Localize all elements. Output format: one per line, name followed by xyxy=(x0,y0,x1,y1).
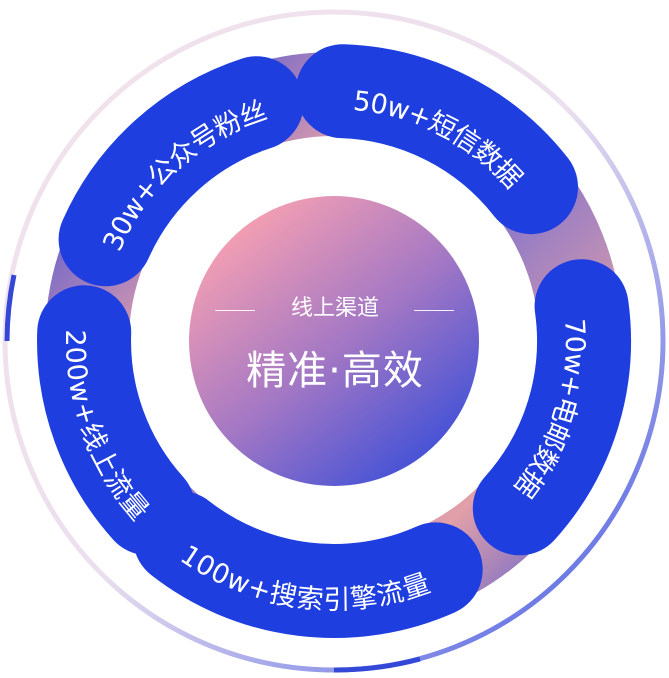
outer-ring-accent-bottom xyxy=(333,656,421,673)
center-circle xyxy=(189,196,479,486)
center-title: 精准·高效 xyxy=(246,348,424,394)
center-subtitle: 线上渠道 xyxy=(290,296,379,321)
left-dash xyxy=(215,310,255,311)
outer-ring-accent-left xyxy=(4,274,17,342)
channel-pill xyxy=(37,285,196,556)
channel-pill xyxy=(133,491,483,638)
channel-pill xyxy=(472,259,632,556)
channel-pill xyxy=(58,56,304,287)
right-dash xyxy=(414,310,454,311)
channel-pill xyxy=(295,44,578,235)
